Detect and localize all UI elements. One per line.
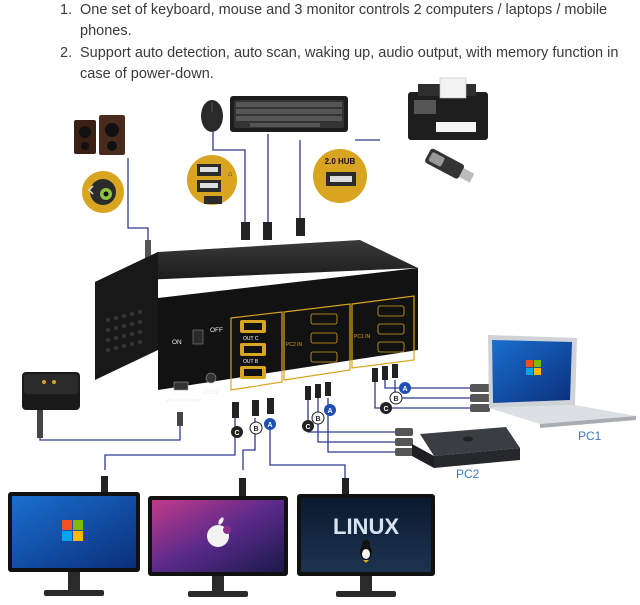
marker-pc1-a: A [402,386,407,393]
mouse [201,100,223,132]
cables [39,132,470,478]
output-plugs [232,398,274,418]
dc-jack [205,372,217,384]
monitor-a-linux: LINUX [297,478,435,597]
out-c-label: OUT C [243,336,259,342]
speaker-icon [87,185,94,195]
pc1-side-plugs [470,384,490,412]
marker-pc2-c: C [305,424,310,431]
monitor-b-mac [148,478,288,597]
pc2-label: PC2 [456,467,480,481]
usb-port-callout: ⌂ [185,153,239,207]
pc2-in-label: PC2 IN [286,342,303,348]
pc2-mini-computer [412,427,520,468]
marker-pc2-b: B [315,416,320,423]
monitor-c-windows [8,476,140,596]
feature-notes: 1.One set of keyboard, mouse and 3 monit… [60,0,630,86]
printer [408,77,488,140]
usb-hub-callout: 2.0 HUB [311,147,369,205]
marker-out-a: A [267,422,272,429]
marker-pc2-a: A [327,408,332,415]
usb-plugs [241,218,305,240]
pc2-side-plugs [395,428,413,456]
windows-logo-icon [526,360,541,375]
switch-off-label: OFF [210,327,223,334]
switch-on-label: ON [172,339,182,346]
pc1-laptop [488,335,636,428]
wired-remote-label: Wired Remote [166,398,201,404]
pc1-label: PC1 [578,429,602,443]
windows-logo-icon [62,520,83,541]
dc-label: DC5V [203,390,219,396]
kvm-switch: ON OFF Wired Remote DC5V OUT C OUT B OUT… [95,240,418,404]
apple-logo-icon [207,517,231,547]
pc1-input-plugs [372,364,398,382]
feature-note-1: 1.One set of keyboard, mouse and 3 monit… [60,2,608,39]
markers: C B A C B A A B C [231,382,411,438]
remote-jack [173,381,189,391]
audio-plug [145,240,151,268]
marker-out-c: C [234,430,239,437]
pc2-input-plugs [305,382,331,400]
usb-flash-drive [425,148,475,183]
out-a-label: OUT A [243,382,259,388]
out-b-label: OUT B [243,359,259,365]
pc1-in-label: PC1 IN [354,334,371,340]
speakers [74,115,125,155]
penguin-icon [360,540,372,563]
keyboard [230,96,348,132]
linux-text: LINUX [333,514,399,539]
marker-pc1-b: B [393,396,398,403]
power-switch [192,329,204,345]
hub-label: 2.0 HUB [325,157,356,166]
feature-note-2: 2.Support auto detection, auto scan, wak… [60,45,619,82]
wired-remote [22,372,183,438]
audio-jack-callout [80,169,126,215]
marker-out-b: B [253,426,258,433]
marker-pc1-c: C [383,406,388,413]
mouse-mini-icon: ⌂ [228,171,232,178]
